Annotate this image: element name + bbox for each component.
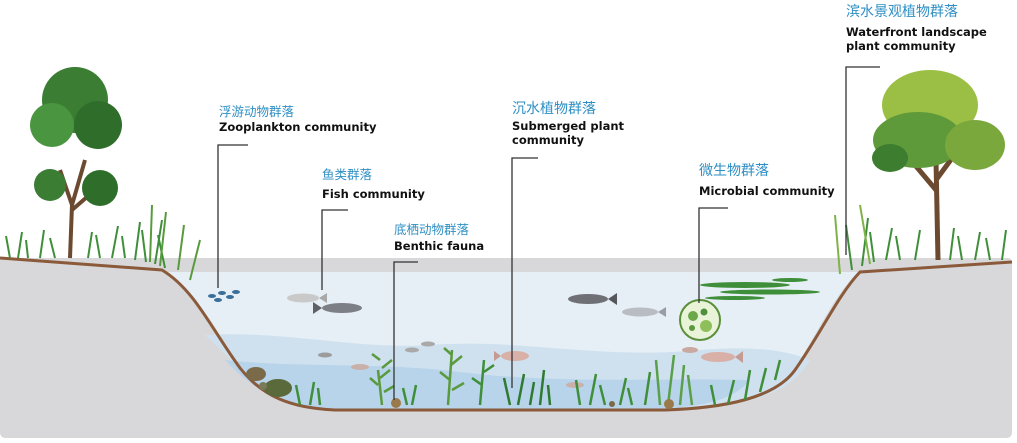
- zooplankton-cluster: [208, 290, 240, 302]
- fish: [313, 302, 362, 314]
- fish: [701, 351, 743, 363]
- fish-label-zh: 鱼类群落: [322, 167, 373, 182]
- fish: [405, 341, 435, 353]
- leader-lines: [217, 66, 880, 400]
- fish: [566, 382, 584, 388]
- soil-bed-line: [0, 256, 1013, 412]
- fish: [622, 307, 666, 317]
- submerged-label-en-line1: Submerged plant: [512, 118, 625, 133]
- fish: [351, 364, 369, 370]
- fish-label-en: Fish community: [322, 186, 425, 201]
- left-bank-grass: [5, 204, 201, 281]
- fish: [318, 352, 332, 358]
- left-tree: [30, 67, 122, 259]
- zooplankton-label-en: Zooplankton community: [219, 119, 377, 134]
- waterfront-label-zh: 滨水景观植物群落: [846, 4, 958, 20]
- microbial-magnifier: [679, 299, 721, 341]
- waterfront-label-en-line2: plant community: [846, 38, 956, 53]
- submerged-label-en-line2: community: [512, 132, 584, 147]
- microbial-label-zh: 微生物群落: [699, 163, 769, 179]
- waterfront-label-en-line1: Waterfront landscape: [846, 24, 987, 39]
- fish: [682, 347, 698, 353]
- zooplankton-label: 浮游动物群落 Zooplankton community: [219, 104, 377, 134]
- fish: [287, 293, 327, 303]
- fish-label: 鱼类群落 Fish community: [322, 167, 425, 201]
- fish: [568, 293, 617, 305]
- fish: [494, 351, 529, 361]
- floating-algae: [700, 278, 820, 300]
- benthic-label: 底栖动物群落 Benthic fauna: [394, 222, 484, 253]
- benthic-snails: [391, 398, 674, 409]
- submerged-label: 沉水植物群落 Submerged plant community: [512, 101, 624, 147]
- microbial-label: 微生物群落 Microbial community: [699, 163, 835, 198]
- submerged-label-zh: 沉水植物群落: [512, 101, 596, 117]
- right-bank-grass: [834, 204, 1007, 275]
- fish-school: [287, 293, 743, 388]
- right-willow-tree: [872, 70, 1005, 261]
- turtles: [246, 367, 292, 397]
- benthic-label-en: Benthic fauna: [394, 238, 485, 253]
- water-deep-layer: [225, 360, 750, 410]
- waterfront-label: 滨水景观植物群落 Waterfront landscape plant comm…: [846, 4, 987, 53]
- zooplankton-label-zh: 浮游动物群落: [219, 104, 295, 119]
- benthic-label-zh: 底栖动物群落: [394, 222, 470, 237]
- microbial-label-en: Microbial community: [699, 183, 835, 198]
- submerged-plants: [294, 347, 782, 406]
